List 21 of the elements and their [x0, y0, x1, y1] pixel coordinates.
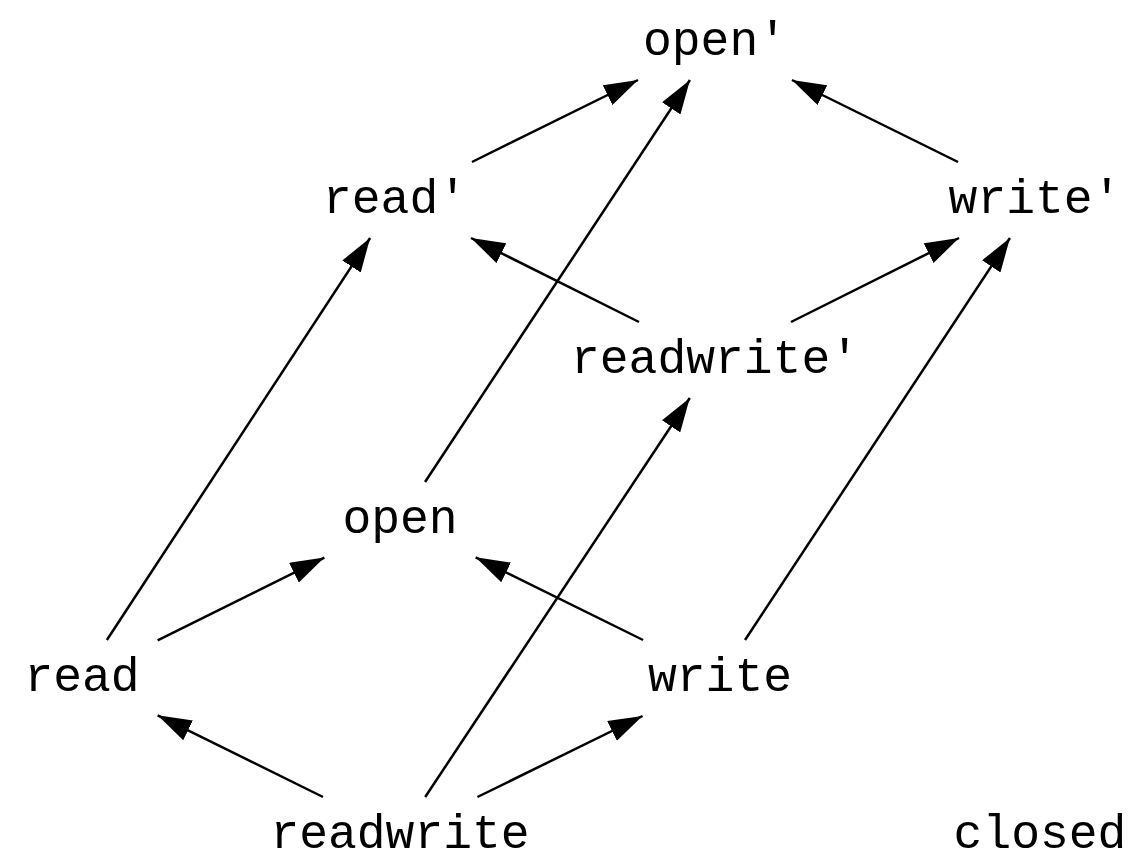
- state-label: readwrite′: [553, 322, 877, 398]
- arrow: [105, 237, 372, 641]
- arrow: [791, 78, 959, 164]
- arrow: [476, 714, 644, 799]
- arrow: [157, 714, 324, 799]
- arrow: [424, 397, 691, 798]
- arrow: [475, 556, 644, 642]
- state-label: readwrite: [252, 797, 548, 859]
- arrow: [157, 556, 325, 642]
- arrow: [790, 236, 960, 324]
- state-label: closed: [953, 811, 1127, 859]
- arrow: [744, 237, 1011, 641]
- arrow: [470, 236, 640, 324]
- state-label: open: [324, 482, 476, 558]
- state-label: read: [6, 640, 158, 716]
- state-label: read′: [305, 162, 485, 238]
- arrow: [424, 79, 691, 483]
- state-label: write: [630, 640, 810, 716]
- state-label: write′: [930, 162, 1140, 238]
- state-label: open′: [625, 4, 805, 80]
- arrow: [471, 78, 639, 164]
